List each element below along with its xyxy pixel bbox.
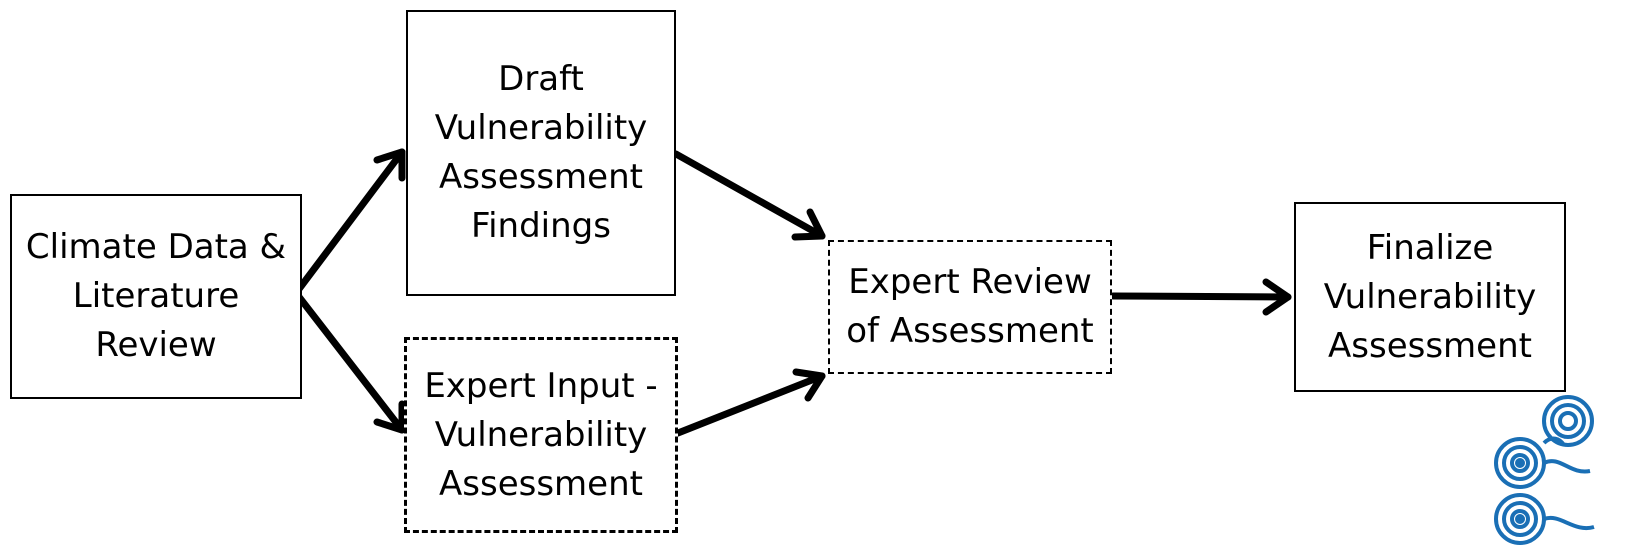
node-expert-review-label: Expert Review of Assessment: [846, 262, 1094, 351]
arrow-expert-input-to-expert-review: [674, 368, 826, 437]
arrow-draft-to-expert-review: [672, 150, 826, 241]
node-finalize-label: Finalize Vulnerability Assessment: [1323, 227, 1537, 366]
node-finalize: Finalize Vulnerability Assessment: [1294, 202, 1566, 392]
node-climate-review: Climate Data & Literature Review: [10, 194, 302, 399]
node-expert-input-label: Expert Input - Vulnerability Assessment: [424, 365, 658, 504]
arrow-climate-to-expert-input: [292, 289, 406, 434]
node-climate-review-label: Climate Data & Literature Review: [25, 227, 287, 365]
spiral-logo-icon: [1494, 395, 1595, 545]
arrow-climate-to-draft: [292, 148, 406, 297]
node-expert-input: Expert Input - Vulnerability Assessment: [404, 337, 678, 533]
node-draft-findings-label: Draft Vulnerability Assessment Findings: [434, 59, 648, 246]
arrow-expert-review-to-finalize: [1109, 278, 1292, 316]
node-draft-findings: Draft Vulnerability Assessment Findings: [406, 10, 676, 296]
node-expert-review: Expert Review of Assessment: [828, 240, 1112, 374]
